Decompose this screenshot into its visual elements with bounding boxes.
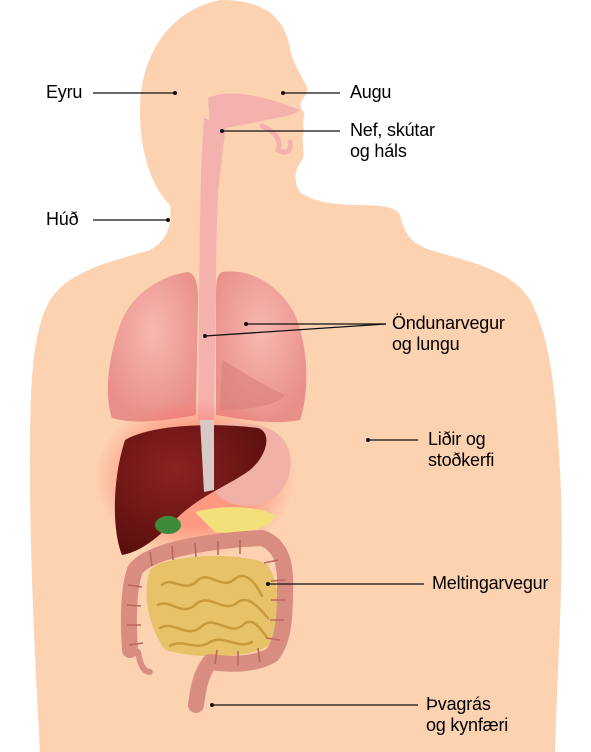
label-eyes: Augu [350,82,391,103]
label-urinary-genitals: Þvagrás og kynfæri [426,694,508,736]
gallbladder [155,516,181,534]
label-ears: Eyru [46,82,82,103]
label-digestive-tract: Meltingarvegur [432,573,548,594]
label-skin: Húð [46,209,78,230]
label-airway-lungs: Öndunarvegur og lungu [392,313,505,355]
label-nose-sinus-throat: Nef, skútar og háls [350,120,435,162]
label-joints-musculoskeletal: Liðir og stoðkerfi [428,429,494,471]
